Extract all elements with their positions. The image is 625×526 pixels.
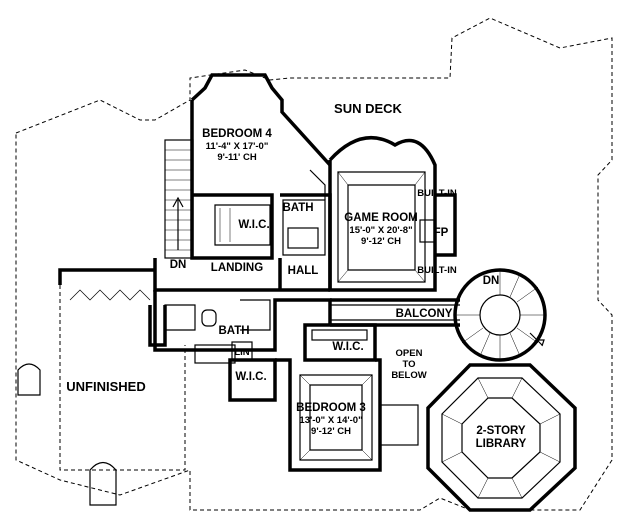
bedroom3-size: 13'-0" X 14'-0": [299, 415, 362, 426]
open-to-below-line2: TO: [402, 359, 415, 370]
library-line1: 2-STORY: [476, 425, 526, 437]
bedroom4-size: 11'-4" X 17'-0": [206, 141, 269, 152]
game-room-name: GAME ROOM: [344, 212, 417, 224]
balcony-label: BALCONY: [396, 308, 453, 320]
open-to-below-line3: BELOW: [391, 370, 426, 381]
open-to-below-line1: OPEN: [396, 348, 423, 359]
fp-label: FP: [434, 227, 449, 239]
built-in-top-label: BUILT-IN: [417, 188, 457, 199]
unfinished-label: UNFINISHED: [66, 379, 145, 394]
bedroom4-name: BEDROOM 4: [202, 128, 272, 140]
bath-upper-label: BATH: [282, 202, 313, 214]
dn-left-label: DN: [170, 259, 187, 271]
hall-label: HALL: [288, 265, 319, 277]
bedroom3-name: BEDROOM 3: [296, 402, 366, 414]
sun-deck-label: SUN DECK: [334, 101, 403, 116]
wic-upper-label: W.I.C.: [238, 219, 269, 231]
walls: [58, 73, 577, 512]
bath-lower-label: BATH: [218, 325, 249, 337]
unfinished-outline: [59, 285, 186, 471]
wic-mid-label: W.I.C.: [332, 341, 363, 353]
bedroom4-ceiling: 9'-11' CH: [217, 152, 257, 163]
roof-outline: [15, 17, 613, 511]
lin-label: LIN: [234, 347, 249, 358]
game-room-ceiling: 9'-12' CH: [361, 236, 401, 247]
game-room-size: 15'-0" X 20'-8": [349, 225, 412, 236]
stair-left: [164, 139, 194, 259]
wic-lower-label: W.I.C.: [235, 371, 266, 383]
landing-label: LANDING: [211, 262, 263, 274]
dn-stair-label: DN: [483, 275, 500, 287]
dormer-bottom: [89, 461, 117, 506]
library-line2: LIBRARY: [476, 438, 527, 450]
built-in-bottom-label: BUILT-IN: [417, 265, 457, 276]
bedroom3-ceiling: 9'-12' CH: [311, 426, 351, 437]
dormer-left: [17, 363, 41, 396]
